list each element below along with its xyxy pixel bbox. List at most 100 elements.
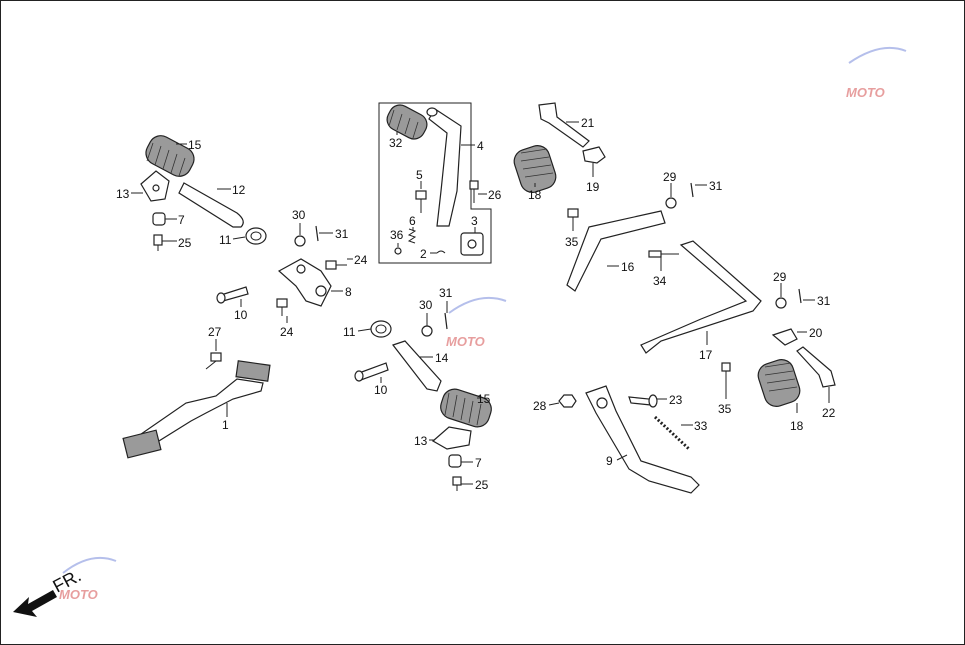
callout-6: 6 bbox=[409, 214, 416, 228]
left-footpeg-rubber bbox=[145, 135, 195, 177]
step-bracket-left bbox=[277, 258, 332, 307]
left-footpeg-bracket bbox=[140, 170, 170, 202]
callout-10: 10 bbox=[234, 308, 248, 322]
pin-34 bbox=[648, 250, 679, 258]
callout-29: 29 bbox=[773, 270, 787, 284]
pivot-pin-left bbox=[216, 286, 249, 304]
cotter-pin-31d bbox=[798, 288, 802, 304]
callout-13: 13 bbox=[116, 187, 130, 201]
footpeg-rubber-15b bbox=[440, 388, 492, 428]
callout-30: 30 bbox=[292, 208, 306, 222]
callout-24: 24 bbox=[354, 253, 368, 267]
cotter-pin-31b bbox=[444, 312, 448, 330]
callout-25: 25 bbox=[475, 478, 489, 492]
callout-1: 1 bbox=[222, 418, 229, 432]
callout-33: 33 bbox=[694, 419, 708, 433]
callout-15: 15 bbox=[477, 392, 491, 406]
cotter-pin-31c bbox=[690, 182, 694, 198]
callout-35: 35 bbox=[565, 235, 579, 249]
callout-31: 31 bbox=[817, 294, 831, 308]
bolt-35a bbox=[567, 208, 579, 225]
callout-7: 7 bbox=[475, 456, 482, 470]
collar-7b bbox=[448, 454, 462, 468]
callout-9: 9 bbox=[606, 454, 613, 468]
watermark-logo-top-right: MOTO bbox=[846, 47, 907, 100]
footpeg-bracket-13b bbox=[431, 426, 472, 450]
callout-30: 30 bbox=[419, 298, 433, 312]
pedal-bolt-27 bbox=[205, 352, 222, 370]
shift-clip-2 bbox=[436, 250, 446, 254]
callout-7: 7 bbox=[178, 213, 185, 227]
washer-29a bbox=[665, 197, 677, 209]
left-bolt bbox=[153, 234, 163, 251]
washer-30b bbox=[421, 325, 433, 337]
bolt-35b bbox=[721, 362, 731, 381]
callout-14: 14 bbox=[435, 351, 449, 365]
brake-pedal bbox=[122, 360, 271, 459]
callout-21: 21 bbox=[581, 116, 595, 130]
shift-ball-36 bbox=[394, 247, 402, 255]
passenger-rubber-18b bbox=[757, 359, 801, 407]
callout-35: 35 bbox=[718, 402, 732, 416]
callout-18: 18 bbox=[528, 188, 542, 202]
shift-pin-5 bbox=[415, 190, 427, 213]
callout-3: 3 bbox=[471, 214, 478, 228]
callout-13: 13 bbox=[414, 434, 428, 448]
passenger-bracket-16 bbox=[566, 210, 666, 292]
callout-26: 26 bbox=[488, 188, 502, 202]
group-outline bbox=[378, 102, 492, 264]
stand-spring-33 bbox=[653, 415, 691, 451]
left-footpeg-bar bbox=[178, 182, 244, 228]
callout-17: 17 bbox=[699, 348, 713, 362]
callout-11: 11 bbox=[219, 233, 232, 247]
callout-16: 16 bbox=[621, 260, 635, 274]
callout-19: 19 bbox=[586, 180, 600, 194]
footpeg-bar-14 bbox=[392, 340, 442, 392]
callout-2: 2 bbox=[420, 247, 427, 261]
callout-32: 32 bbox=[389, 136, 403, 150]
left-washer bbox=[245, 227, 267, 245]
stand-bolt-23 bbox=[628, 394, 658, 408]
callout-36: 36 bbox=[390, 228, 404, 242]
callout-28: 28 bbox=[533, 399, 547, 413]
callout-29: 29 bbox=[663, 170, 677, 184]
watermark-logo-center: MOTO bbox=[446, 297, 507, 349]
callout-25: 25 bbox=[178, 236, 192, 250]
left-collar bbox=[152, 212, 166, 226]
callout-15: 15 bbox=[188, 138, 202, 152]
bracket-bolt-24a bbox=[325, 260, 347, 270]
callout-5: 5 bbox=[416, 168, 423, 182]
passenger-rubber-18a bbox=[513, 145, 557, 193]
callout-34: 34 bbox=[653, 274, 667, 288]
side-stand bbox=[585, 385, 700, 494]
callout-23: 23 bbox=[669, 393, 683, 407]
washer-11b bbox=[370, 320, 392, 338]
callout-24: 24 bbox=[280, 325, 294, 339]
shift-lever-arm bbox=[426, 107, 462, 227]
watermark-text: MOTO bbox=[446, 334, 485, 349]
callout-22: 22 bbox=[822, 406, 836, 420]
callout-12: 12 bbox=[232, 183, 246, 197]
callout-20: 20 bbox=[809, 326, 823, 340]
bracket-19 bbox=[582, 146, 606, 164]
bolt-25b bbox=[452, 476, 462, 491]
callout-10: 10 bbox=[374, 383, 388, 397]
passenger-peg-21 bbox=[538, 102, 590, 148]
callout-8: 8 bbox=[345, 285, 352, 299]
pivot-pin-10b bbox=[354, 362, 389, 382]
shift-rubber-32 bbox=[386, 104, 428, 140]
cotter-pin-31a bbox=[315, 225, 319, 242]
watermark-text: MOTO bbox=[59, 587, 98, 602]
bracket-bolt-24b bbox=[276, 298, 288, 316]
watermark-text: MOTO bbox=[846, 85, 885, 100]
nut-28 bbox=[558, 394, 577, 408]
passenger-peg-22 bbox=[796, 346, 836, 388]
callout-27: 27 bbox=[208, 325, 222, 339]
passenger-bracket-17 bbox=[640, 240, 762, 354]
washer-30a bbox=[294, 235, 306, 247]
bracket-20 bbox=[771, 328, 798, 346]
callout-31: 31 bbox=[439, 286, 453, 300]
shift-bolt-26 bbox=[469, 180, 479, 203]
